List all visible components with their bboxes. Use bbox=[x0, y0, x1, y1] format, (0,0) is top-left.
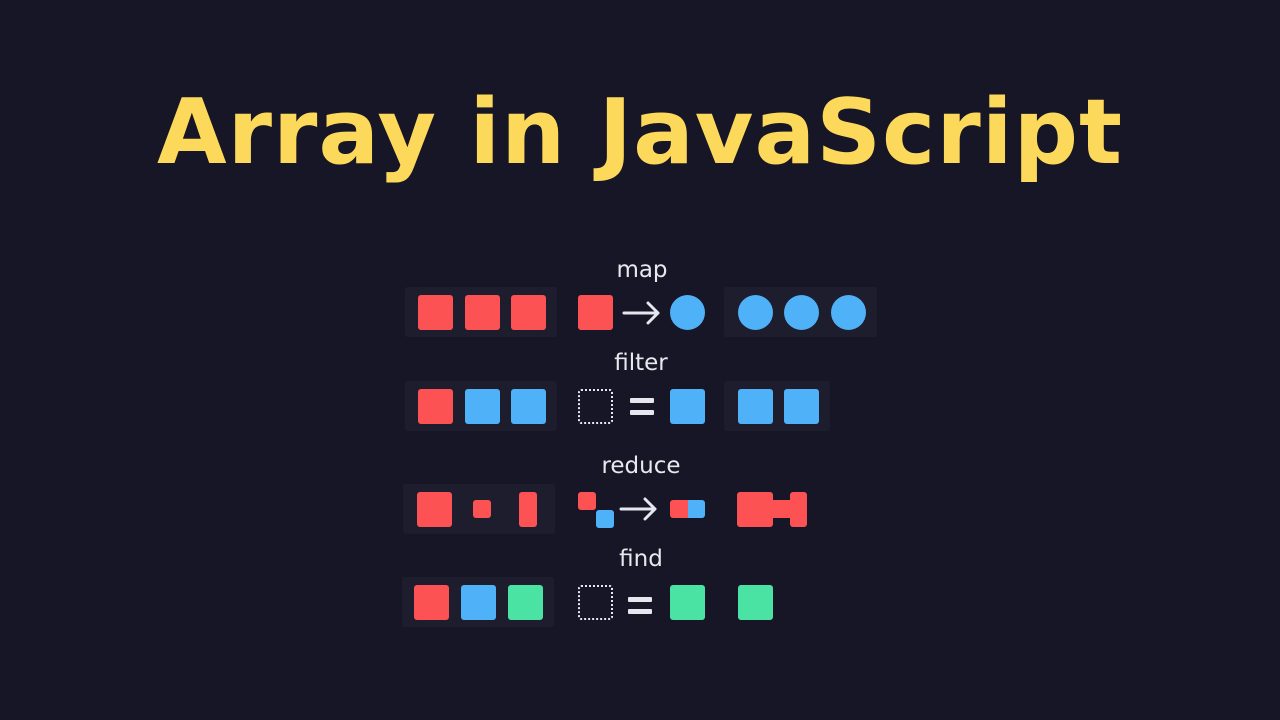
red-combined-shape-icon bbox=[737, 492, 773, 527]
green-square-icon bbox=[670, 585, 705, 620]
red-square-icon bbox=[414, 585, 449, 620]
blue-circle-icon bbox=[784, 295, 819, 330]
blue-square-icon bbox=[738, 389, 773, 424]
empty-dashed-square-icon bbox=[578, 389, 613, 424]
method-label-filter: filter bbox=[614, 350, 668, 376]
red-tall-rect-icon bbox=[790, 492, 807, 527]
blue-square-icon bbox=[465, 389, 500, 424]
page-title: Array in JavaScript bbox=[156, 80, 1124, 185]
blue-circle-icon bbox=[738, 295, 773, 330]
method-label-find: find bbox=[619, 546, 663, 572]
red-tall-rect-icon bbox=[519, 492, 537, 527]
red-small-square-icon bbox=[578, 492, 596, 510]
red-square-icon bbox=[418, 295, 453, 330]
blue-square-icon bbox=[461, 585, 496, 620]
red-square-icon bbox=[511, 295, 546, 330]
red-square-icon bbox=[465, 295, 500, 330]
method-label-map: map bbox=[616, 257, 668, 283]
arrow-right-icon bbox=[619, 497, 657, 521]
red-large-square-icon bbox=[417, 492, 452, 527]
red-small-square-icon bbox=[473, 500, 491, 518]
red-connector bbox=[771, 500, 792, 518]
red-square-icon bbox=[418, 389, 453, 424]
arrow-right-icon bbox=[622, 301, 660, 325]
equals-icon bbox=[630, 398, 654, 416]
blue-small-square-icon bbox=[688, 500, 705, 518]
blue-small-square-icon bbox=[596, 510, 614, 528]
empty-dashed-square-icon bbox=[578, 585, 613, 620]
blue-square-icon bbox=[670, 389, 705, 424]
blue-circle-icon bbox=[670, 295, 705, 330]
method-label-reduce: reduce bbox=[601, 453, 681, 479]
green-square-icon bbox=[508, 585, 543, 620]
green-square-icon bbox=[738, 585, 773, 620]
blue-circle-icon bbox=[831, 295, 866, 330]
red-small-square-icon bbox=[670, 500, 688, 518]
red-square-icon bbox=[578, 295, 613, 330]
blue-square-icon bbox=[784, 389, 819, 424]
blue-square-icon bbox=[511, 389, 546, 424]
equals-icon bbox=[628, 597, 652, 615]
